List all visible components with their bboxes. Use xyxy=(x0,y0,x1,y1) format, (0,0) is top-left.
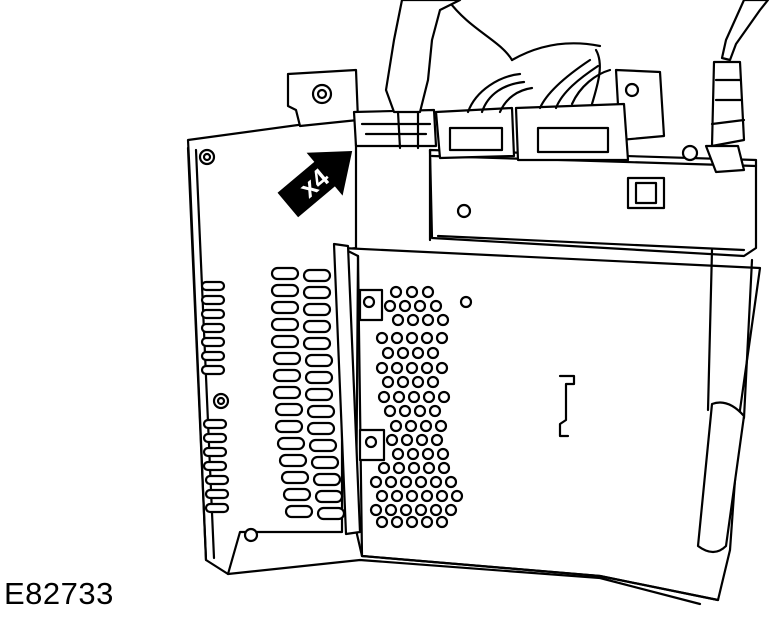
divider-rail xyxy=(332,242,362,536)
figure-reference-code: E82733 xyxy=(4,576,114,611)
bottom-bracket xyxy=(226,558,702,606)
coax-connector xyxy=(710,60,746,148)
vent-slot-grid xyxy=(270,266,346,521)
panel-bracket xyxy=(558,374,576,438)
screw-bottom-left xyxy=(243,527,259,543)
connector-left xyxy=(352,108,438,148)
coax-cable xyxy=(720,0,770,62)
ferrite-clip xyxy=(696,401,746,554)
vent-slots-left xyxy=(200,280,230,514)
perforation-field xyxy=(369,285,473,529)
connector-housing xyxy=(428,148,758,258)
technician-hand xyxy=(384,0,462,114)
wiring-harness xyxy=(446,0,612,114)
